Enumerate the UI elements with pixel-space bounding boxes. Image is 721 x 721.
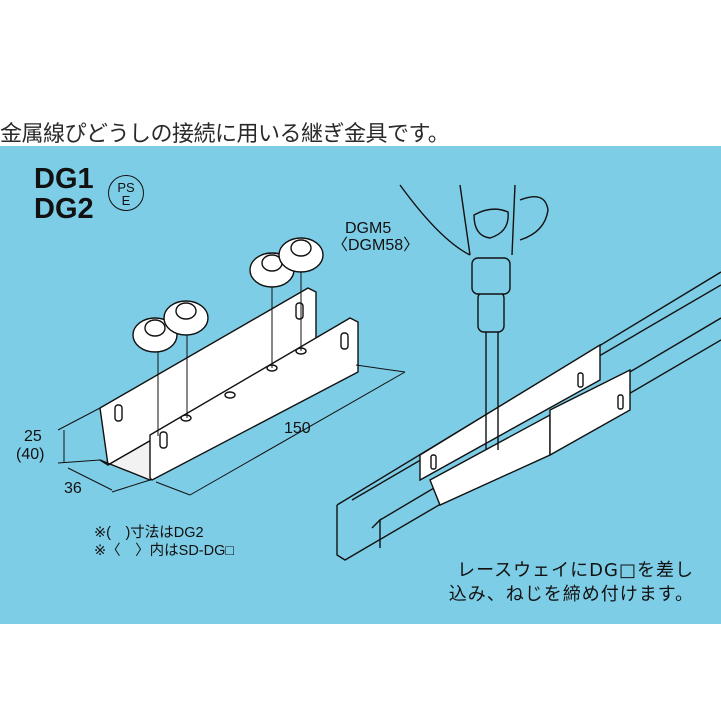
instruction-line-1: レースウェイにDG□を差し bbox=[457, 560, 694, 581]
pse-mark-top: PS bbox=[117, 180, 135, 195]
dimension-height: 25 bbox=[24, 428, 42, 445]
joint-fitting-part bbox=[99, 287, 359, 481]
note-sd-dg: ※〈 〉内はSD-DG□ bbox=[94, 543, 235, 559]
screws bbox=[132, 237, 324, 436]
note-dimension-dg2: ※( )寸法はDG2 bbox=[94, 525, 204, 541]
pse-mark-icon: PS E bbox=[108, 175, 144, 211]
dimension-lines bbox=[57, 364, 406, 496]
model-name-dg2: DG2 bbox=[34, 193, 94, 225]
dimension-height-alt: (40) bbox=[16, 446, 45, 463]
dimension-width: 36 bbox=[64, 480, 82, 497]
raceway-installation bbox=[336, 184, 721, 561]
screw-model-label: DGM5 bbox=[345, 220, 392, 237]
product-description: 金属線ぴどうしの接続に用いる継ぎ金具です。 bbox=[0, 122, 450, 147]
screw-model-alt-label: 〈DGM58〉 bbox=[332, 237, 420, 254]
model-name-dg1: DG1 bbox=[34, 163, 94, 195]
instruction-line-2: 込み、ねじを締め付けます。 bbox=[448, 584, 694, 605]
pse-mark-bottom: E bbox=[121, 193, 131, 208]
dimension-length: 150 bbox=[284, 420, 311, 437]
